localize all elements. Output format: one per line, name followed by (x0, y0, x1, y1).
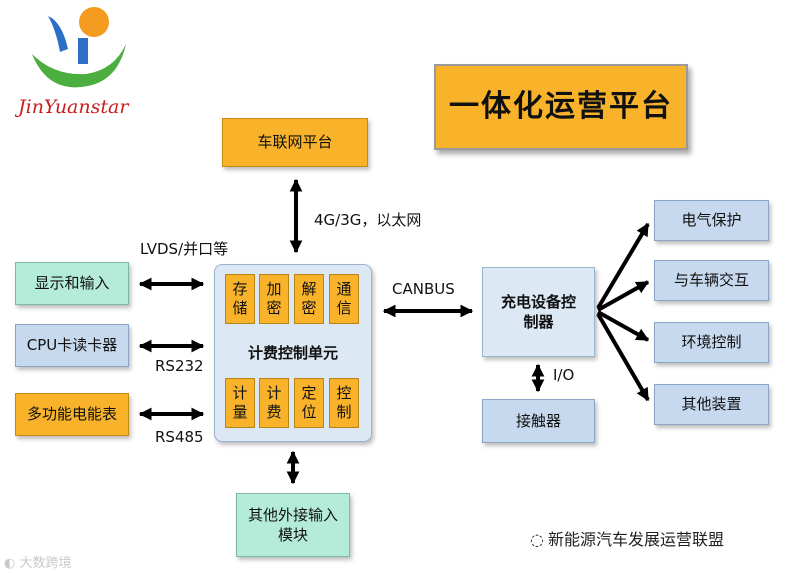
contactor-label: 接触器 (515, 411, 561, 430)
wechat-icon: ◌ (530, 530, 544, 549)
vehicle-platform-label: 车联网平台 (257, 133, 333, 152)
electrical-protection-box: 电气保护 (654, 200, 769, 241)
lvds-link-label: LVDS/并口等 (140, 240, 229, 258)
cell-encrypt: 加密 (259, 274, 289, 324)
page-title: 一体化运营平台 (434, 64, 688, 150)
vehicle-interaction-box: 与车辆交互 (654, 260, 769, 301)
watermark-bottom-left-text: 大数跨境 (19, 556, 72, 571)
watermark-bottom-left: ◐ 大数跨境 (4, 552, 72, 571)
vehicle-platform-box: 车联网平台 (222, 118, 368, 167)
cell-billing: 计费 (259, 378, 289, 428)
electrical-protection-label: 电气保护 (681, 211, 742, 230)
cell-communication: 通信 (329, 274, 359, 324)
contactor-box: 接触器 (482, 399, 595, 443)
cell-metering: 计量 (225, 378, 255, 428)
vehicle-interaction-label: 与车辆交互 (673, 271, 749, 290)
environment-control-label: 环境控制 (681, 333, 742, 352)
arrow-charger-environment (597, 310, 650, 342)
rs485-link-label: RS485 (155, 428, 204, 446)
multifunction-meter-box: 多功能电能表 (15, 393, 129, 436)
other-devices-box: 其他装置 (654, 384, 769, 425)
environment-control-box: 环境控制 (654, 322, 769, 363)
cell-storage: 存储 (225, 274, 255, 324)
external-input-label: 其他外接输入模块 (247, 505, 338, 544)
rs232-link-label: RS232 (155, 357, 204, 375)
io-link-label: I/O (553, 366, 575, 384)
other-devices-label: 其他装置 (681, 395, 742, 414)
display-input-box: 显示和输入 (15, 262, 129, 305)
cpu-card-reader-box: CPU卡读卡器 (15, 324, 129, 367)
page-title-text: 一体化运营平台 (449, 88, 673, 124)
cell-control: 控制 (329, 378, 359, 428)
logo-mark-icon (32, 7, 126, 88)
network-link-label: 4G/3G，以太网 (314, 211, 422, 229)
external-input-box: 其他外接输入模块 (236, 493, 350, 557)
multifunction-meter-label: 多功能电能表 (26, 405, 117, 424)
arrow-charger-other (596, 312, 650, 402)
watermark-bottom-right: ◌新能源汽车发展运营联盟 (530, 526, 724, 550)
display-input-label: 显示和输入 (34, 274, 110, 293)
cell-decrypt: 解密 (294, 274, 324, 324)
logo-text: JinYuanstar (18, 96, 129, 118)
watermark-bottom-right-text: 新能源汽车发展运营联盟 (547, 530, 724, 549)
logo: JinYuanstar (18, 4, 148, 120)
billing-unit-label: 计费控制单元 (247, 344, 338, 362)
charger-controller-box: 充电设备控制器 (482, 267, 595, 357)
watermark-logo-icon: ◐ (4, 556, 16, 571)
cell-positioning: 定位 (294, 378, 324, 428)
arrow-charger-interaction (597, 280, 650, 312)
arrow-charger-protection (596, 222, 650, 310)
charger-controller-label: 充电设备控制器 (500, 292, 576, 331)
canbus-link-label: CANBUS (392, 280, 455, 298)
cpu-card-reader-label: CPU卡读卡器 (26, 336, 118, 355)
